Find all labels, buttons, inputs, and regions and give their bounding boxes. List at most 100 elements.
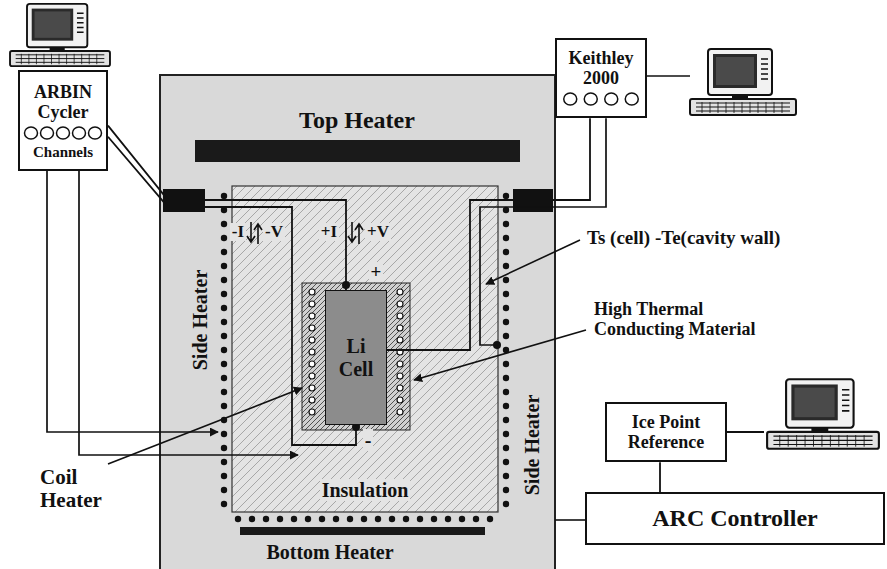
heater-dot bbox=[221, 389, 227, 395]
socket bbox=[57, 127, 70, 139]
heater-dot bbox=[503, 361, 509, 367]
heater-dot bbox=[503, 221, 509, 227]
box-title: Keithley 2000 bbox=[560, 48, 642, 88]
heater-dot bbox=[487, 516, 493, 522]
part-label: Top Heater bbox=[297, 107, 417, 133]
heater-dot bbox=[445, 516, 451, 522]
heater-dot bbox=[503, 249, 509, 255]
leader-line bbox=[486, 240, 580, 284]
heater-dot bbox=[221, 347, 227, 353]
heater-dot bbox=[221, 473, 227, 479]
heater-dot bbox=[503, 389, 509, 395]
channel-sockets bbox=[560, 88, 642, 110]
heater-dot bbox=[221, 375, 227, 381]
bottom-heater-bar bbox=[240, 527, 485, 535]
coil-turn bbox=[309, 313, 315, 319]
coil-turn bbox=[397, 373, 403, 379]
coil-turn bbox=[309, 373, 315, 379]
heater-dot bbox=[333, 516, 339, 522]
heater-dot bbox=[503, 375, 509, 381]
box-subtitle: Channels bbox=[23, 144, 103, 161]
current-arrows bbox=[247, 222, 262, 244]
heater-dot bbox=[221, 249, 227, 255]
side-label: Side Heater bbox=[189, 268, 211, 373]
part-label: - bbox=[363, 429, 374, 451]
socket bbox=[41, 127, 54, 139]
controller-box: ARC Controller bbox=[585, 492, 885, 545]
current-arrows bbox=[348, 222, 363, 244]
heater-dot bbox=[221, 277, 227, 283]
socket bbox=[625, 93, 638, 105]
meter-box: Keithley 2000 bbox=[555, 38, 647, 118]
wire-connector bbox=[659, 462, 661, 492]
cell-body: Li Cell bbox=[325, 290, 387, 425]
coil-turn bbox=[397, 337, 403, 343]
heater-dot bbox=[459, 516, 465, 522]
heater-dot bbox=[503, 277, 509, 283]
heater-dot bbox=[503, 333, 509, 339]
channel-sockets bbox=[23, 122, 103, 144]
heater-dot bbox=[277, 516, 283, 522]
side-label: Side Heater bbox=[521, 393, 543, 498]
heater-dot bbox=[503, 473, 509, 479]
socket bbox=[564, 93, 577, 105]
socket bbox=[89, 127, 102, 139]
coil-turn bbox=[397, 397, 403, 403]
heater-dot bbox=[221, 319, 227, 325]
coil-turn bbox=[397, 409, 403, 415]
leader-line bbox=[108, 388, 302, 464]
heater-dot bbox=[417, 516, 423, 522]
box-title: Ice Point Reference bbox=[611, 412, 721, 452]
socket bbox=[605, 93, 618, 105]
coil-turn bbox=[309, 361, 315, 367]
heater-dot bbox=[221, 193, 227, 199]
heater-dot bbox=[221, 487, 227, 493]
part-label: High Thermal Conducting Material bbox=[592, 300, 781, 340]
part-label: Bottom Heater bbox=[264, 541, 395, 563]
heater-dot bbox=[503, 417, 509, 423]
heater-dot bbox=[221, 263, 227, 269]
part-label: Insulation bbox=[320, 479, 411, 501]
channel-row bbox=[23, 122, 103, 144]
box-title: ARBIN Cycler bbox=[23, 82, 103, 122]
heater-dot bbox=[221, 403, 227, 409]
coil-turn bbox=[397, 301, 403, 307]
coil-turn bbox=[309, 301, 315, 307]
data-link bbox=[647, 75, 690, 76]
coil-turn bbox=[397, 361, 403, 367]
heater-dot bbox=[503, 305, 509, 311]
control-wire bbox=[555, 519, 585, 521]
box-title: Li Cell bbox=[328, 335, 384, 380]
heater-dot bbox=[291, 516, 297, 522]
heater-dot bbox=[221, 501, 227, 507]
wire-connector bbox=[108, 137, 356, 445]
coil-turn bbox=[397, 289, 403, 295]
heater-dot bbox=[221, 235, 227, 241]
heater-dot bbox=[473, 516, 479, 522]
heater-dot bbox=[249, 516, 255, 522]
computer-icon bbox=[767, 379, 879, 449]
part-label: + bbox=[369, 262, 384, 283]
heater-dot bbox=[221, 445, 227, 451]
heater-dot bbox=[221, 459, 227, 465]
coil-turn bbox=[309, 397, 315, 403]
heater-dot bbox=[221, 333, 227, 339]
heater-dot bbox=[375, 516, 381, 522]
heater-dot bbox=[503, 501, 509, 507]
heater-dot bbox=[347, 516, 353, 522]
heater-dot bbox=[221, 361, 227, 367]
computer-icon bbox=[10, 4, 110, 66]
thermocouple-bead bbox=[493, 341, 501, 349]
coil-turn bbox=[309, 409, 315, 415]
coil-turn bbox=[397, 313, 403, 319]
data-link bbox=[727, 431, 764, 433]
thermal-conducting-sleeve bbox=[302, 283, 410, 430]
heater-dot bbox=[221, 305, 227, 311]
channel-row bbox=[560, 88, 642, 110]
coil-turn bbox=[309, 385, 315, 391]
coil-turn bbox=[397, 385, 403, 391]
heater-dot bbox=[503, 193, 509, 199]
heater-dot bbox=[503, 403, 509, 409]
